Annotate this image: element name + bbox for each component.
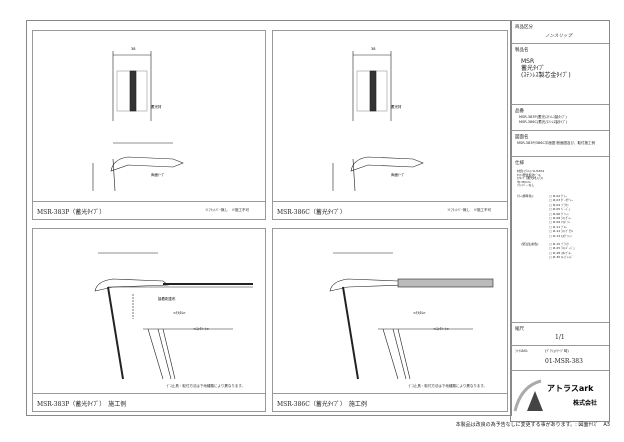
spec-text: 巾:38mm bbox=[517, 179, 531, 184]
spec-text: □ #-28 ｽｶｲﾌﾞﾙｰ bbox=[549, 250, 572, 255]
product-cell: 製品名 MSR 蓄光ﾀｲﾌﾟ (ｽﾃﾝﾚｽ製芯金ﾀｲﾌﾟ) bbox=[511, 44, 609, 105]
spec-text: 材質:ｽﾃﾝﾚｽ SUS304 bbox=[517, 169, 545, 173]
number-cell: 品番 MSR-383P(蓄光/ｽﾃﾝﾚｽ製ﾀｲﾌﾟ) MSR-386C(蓄光/ｽ… bbox=[511, 105, 609, 131]
spec-text: MSR-383P(蓄光/ｽﾃﾝﾚｽ製ﾀｲﾌﾟ) bbox=[519, 115, 567, 119]
spec-text: MSR-386C（蓄光ﾀｲﾌﾟ） bbox=[277, 209, 346, 216]
mortar-label: <ﾓﾙﾀﾙ> bbox=[173, 311, 186, 315]
spec-text: ﾀｲﾔ:硬質塩化ﾋﾞﾆﾙ bbox=[517, 172, 541, 177]
spec-text: ノンスリップ bbox=[545, 34, 572, 39]
drawing-frame bbox=[26, 20, 512, 416]
spec-text: □ #-08 ﾗｲﾄｸﾞﾚｰ bbox=[549, 216, 572, 221]
spec-text: □ #-11 ﾌﾞﾙｰ bbox=[549, 224, 568, 229]
spec-text: □ #-09 ｱｲﾎﾞﾘｰ bbox=[549, 220, 571, 225]
spec-text: (ｽﾃﾝﾚｽ製芯金ﾀｲﾌﾟ) bbox=[521, 72, 571, 79]
profile-drawing-383p bbox=[92, 51, 184, 192]
spec-text: ※ﾌﾗｯﾄﾊﾞｰ無し ※施工不可 bbox=[205, 208, 249, 212]
spec-text: MSR-383P（蓄光ﾀｲﾌﾟ） bbox=[37, 209, 106, 216]
profile-drawing-386c bbox=[332, 51, 424, 192]
spec-text: □ #-15 ﾌﾞﾗｯｸ bbox=[549, 242, 569, 246]
spec-text: □ #-25 ﾗｲﾄﾍﾞｰｼﾞｭ bbox=[549, 246, 575, 251]
spec-text: □ #-13 ﾓｽｸﾞﾘｰﾝ bbox=[549, 233, 572, 238]
installation-drawing-386c bbox=[329, 252, 494, 380]
spec-text: □ #-30 ﾛｰｽﾞﾚｯﾄﾞ bbox=[549, 255, 574, 260]
spec-text: 1/1 bbox=[555, 334, 565, 341]
spec-text: 蓄光ﾀｲﾌﾟ bbox=[521, 65, 546, 72]
spec-text: 品番 bbox=[515, 109, 524, 114]
spec-text: ｶﾗｰ(標準色): bbox=[517, 194, 534, 198]
luminous-label: 蓄光材 bbox=[391, 105, 402, 109]
spec-text: 図面名 bbox=[515, 135, 529, 140]
spec-text: MSR-383P/386C平面図 断面図及び、取付施工例 bbox=[517, 141, 596, 145]
spec-text: 株式会社 bbox=[573, 400, 598, 407]
spec-text: ﾌﾗｯﾄﾊﾞｰ:なし bbox=[517, 183, 535, 188]
spec-text: 仕様 bbox=[515, 161, 524, 166]
spec-text: (ｱﾙﾐﾌﾟﾗ蓄光材入り) bbox=[517, 176, 544, 181]
spec-text: MSR-386C(蓄光/ｽﾃﾝﾚｽ製ﾀｲﾌﾟ) bbox=[519, 119, 568, 124]
panel-386c-installation: <ｺﾝｸﾘｰﾄ> <ﾓﾙﾀﾙ> ﾋﾞｽ止具・取付方法は下地種類により異なります。… bbox=[272, 228, 508, 412]
panel-caption: MSR-386C（蓄光ﾀｲﾌﾟ） 施工例 bbox=[273, 393, 507, 411]
spec-text: ※ﾌﾗｯﾄﾊﾞｰ無し ※施工不可 bbox=[447, 208, 491, 212]
spec-text: 商品区分 bbox=[515, 25, 533, 30]
spec-text: ﾌｧｲﾙNO. bbox=[515, 349, 529, 353]
logo-mark-icon bbox=[513, 379, 543, 412]
luminous-label: 蓄光材 bbox=[151, 105, 162, 109]
mortar-label: <ﾓﾙﾀﾙ> bbox=[413, 311, 426, 315]
panel-caption: MSR-383P（蓄光ﾀｲﾌﾟ） ※ﾌﾗｯﾄﾊﾞｰ無し ※施工不可 bbox=[33, 201, 265, 219]
spec-text: □ #-04 ﾌﾞﾗｳﾝ bbox=[549, 202, 569, 207]
spec-text: 01-MSR-383 bbox=[545, 358, 583, 365]
company-logo: アトラスark 株式会社 bbox=[511, 371, 609, 421]
spec-text: □ #-12 ﾗｲﾄﾌﾞﾗｳﾝ bbox=[549, 229, 574, 234]
spec-text: MSR-383P（蓄光ﾀｲﾌﾟ） 施工例 bbox=[37, 401, 127, 408]
concrete-label: <ｺﾝｸﾘｰﾄ> bbox=[193, 327, 210, 331]
panel-383p-section: 38 蓄光材 両面ﾃｰﾌﾟ MSR-383P（蓄光ﾀｲﾌﾟ） ※ﾌﾗｯﾄﾊﾞｰ無し… bbox=[32, 30, 266, 220]
tape-label: 両面ﾃｰﾌﾟ bbox=[391, 173, 405, 177]
adhesive-label: 接着剤塗布 bbox=[158, 297, 176, 301]
spec-text: MSR-386C（蓄光ﾀｲﾌﾟ） 施工例 bbox=[277, 401, 367, 408]
spec-text: (受注生産色): bbox=[521, 242, 540, 246]
panel-386c-section: 38 蓄光材 両面ﾃｰﾌﾟ MSR-386C（蓄光ﾀｲﾌﾟ） ※ﾌﾗｯﾄﾊﾞｰ無し… bbox=[272, 30, 508, 220]
installation-drawing-383p bbox=[94, 252, 253, 380]
spec-text: □ #-06 ｸﾞﾘｰﾝ bbox=[549, 211, 569, 216]
spec-text: MSR bbox=[521, 58, 535, 65]
footer-note: 本製品は改良の為予告なしに変更する事があります。: 図面ｻｲｽﾞ A3 bbox=[455, 422, 610, 428]
panel-note: ﾋﾞｽ止具・取付方法は下地種類により異なります。 bbox=[408, 384, 487, 388]
panel-383p-installation: <ｺﾝｸﾘｰﾄ> <ﾓﾙﾀﾙ> 接着剤塗布 ﾋﾞｽ止具・取付方法は下地種類により… bbox=[32, 228, 266, 412]
spec-text: 縮尺 bbox=[515, 327, 524, 332]
scale-cell: 縮尺 1/1 bbox=[511, 323, 609, 346]
title-block: 商品区分 ノンスリップ 製品名 MSR 蓄光ﾀｲﾌﾟ (ｽﾃﾝﾚｽ製芯金ﾀｲﾌﾟ… bbox=[510, 20, 610, 422]
panel-note: ﾋﾞｽ止具・取付方法は下地種類により異なります。 bbox=[166, 384, 245, 388]
dimension-38: 38 bbox=[131, 47, 136, 51]
spec-text: □ #-03 ﾀﾞｰｸｸﾞﾚｰ bbox=[549, 198, 574, 203]
spec-text: アトラスark bbox=[547, 384, 594, 393]
spec-text: 製品名 bbox=[515, 48, 529, 53]
tape-label: 両面ﾃｰﾌﾟ bbox=[151, 173, 165, 177]
panel-caption: MSR-383P（蓄光ﾀｲﾌﾟ） 施工例 bbox=[33, 393, 265, 411]
spec-text: (ﾃﾞｸｼｮﾅﾘｰﾄﾞ時) bbox=[545, 349, 569, 353]
dimension-38: 38 bbox=[371, 47, 376, 51]
spec-text: □ #-02 ｸﾞﾚｰ bbox=[549, 194, 568, 198]
concrete-label: <ｺﾝｸﾘｰﾄ> bbox=[433, 327, 450, 331]
file-number-cell: ﾌｧｲﾙNO. (ﾃﾞｸｼｮﾅﾘｰﾄﾞ時) 01-MSR-383 bbox=[511, 346, 609, 371]
category-cell: 商品区分 ノンスリップ bbox=[511, 21, 609, 44]
spec-text: □ #-05 ﾍﾞｰｼﾞｭ bbox=[549, 207, 571, 212]
panel-caption: MSR-386C（蓄光ﾀｲﾌﾟ） ※ﾌﾗｯﾄﾊﾞｰ無し ※施工不可 bbox=[273, 201, 507, 219]
drawing-name-cell: 図面名 MSR-383P/386C平面図 断面図及び、取付施工例 bbox=[511, 131, 609, 157]
